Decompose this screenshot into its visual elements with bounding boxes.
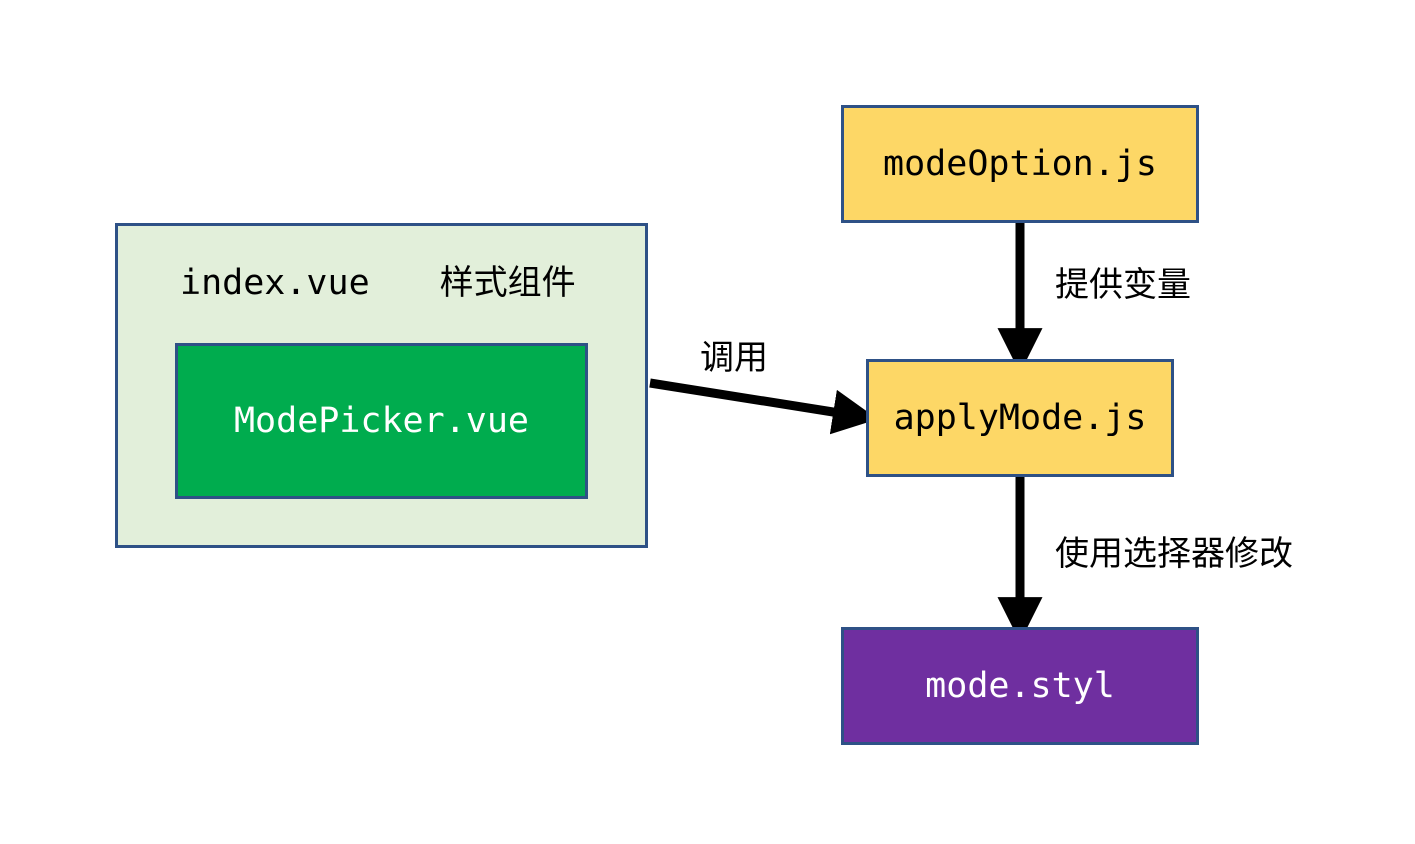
node-index-vue-group[interactable]: index.vue 样式组件 ModePicker.vue bbox=[115, 223, 648, 548]
node-modepicker-vue[interactable]: ModePicker.vue bbox=[175, 343, 588, 499]
edge-call-arrow bbox=[649, 378, 878, 435]
node-modepicker-vue-label: ModePicker.vue bbox=[233, 400, 529, 441]
edge-selector-modify-label: 使用选择器修改 bbox=[1055, 534, 1293, 574]
node-index-vue-label: index.vue bbox=[180, 263, 370, 303]
node-applymode-js-label: applyMode.js bbox=[893, 397, 1147, 438]
node-mode-styl-label: mode.styl bbox=[925, 665, 1115, 706]
node-modeoption-js-label: modeOption.js bbox=[883, 143, 1157, 184]
node-modeoption-js[interactable]: modeOption.js bbox=[841, 105, 1199, 223]
edge-call-label: 调用 bbox=[700, 338, 768, 378]
node-mode-styl[interactable]: mode.styl bbox=[841, 627, 1199, 745]
index-vue-title-row: index.vue 样式组件 bbox=[180, 266, 576, 301]
edge-provide-vars-label: 提供变量 bbox=[1055, 265, 1191, 305]
node-index-vue-subtitle: 样式组件 bbox=[439, 263, 576, 303]
node-applymode-js[interactable]: applyMode.js bbox=[866, 359, 1174, 477]
